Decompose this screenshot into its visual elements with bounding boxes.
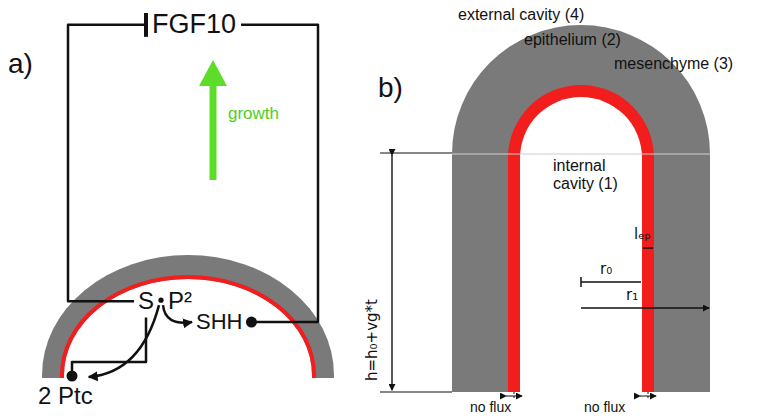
growth-arrowhead: [199, 60, 227, 86]
dimension-tick: [380, 391, 452, 392]
regulation-connector: [72, 317, 146, 376]
receptor-label: 2 Ptc: [38, 383, 93, 409]
dimension-tick: [380, 152, 452, 153]
mesenchyme-band: [42, 255, 334, 378]
node-text: 2 Ptc: [38, 383, 93, 409]
inner-space: [64, 279, 312, 378]
regulation-connector: [89, 305, 159, 377]
lep-dimension: [643, 247, 653, 249]
region-label: internal cavity (1): [553, 157, 635, 194]
flux-arrow: [506, 396, 522, 397]
mesenchyme-region: [452, 25, 710, 392]
region-label: mesenchyme (3): [614, 55, 733, 73]
gene-label: FGF10: [152, 10, 236, 40]
boundary-label: no flux: [470, 399, 511, 415]
complex-label: S P²: [138, 288, 192, 314]
region-label: external cavity (4): [458, 6, 584, 24]
dimension-label: h=h₀+vg*t: [364, 299, 381, 381]
panel-letter: a): [8, 48, 33, 80]
binding-dot: [158, 298, 163, 303]
boundary-dashed: [648, 392, 649, 398]
r1-dimension: [581, 307, 709, 309]
ligand-label: SHH: [196, 310, 242, 334]
node-text: SHH: [196, 310, 242, 334]
regulation-connector: [68, 25, 146, 301]
r0-tick: [580, 277, 582, 287]
region-label: epithelium (2): [524, 31, 621, 49]
dimension-label: r₀: [600, 261, 612, 278]
epithelium-region: [508, 85, 654, 392]
internal-cavity: [520, 97, 642, 392]
boundary-label: no flux: [584, 399, 625, 415]
dimension-label: r₁: [626, 287, 638, 304]
growth-arrow: [210, 82, 217, 180]
r0-dimension: [581, 281, 641, 283]
node-text: FGF10: [152, 10, 236, 40]
regulation-connector: [241, 25, 318, 322]
node-text: P²: [168, 288, 192, 314]
boundary-dashed: [514, 392, 515, 398]
flux-arrow: [640, 396, 656, 397]
node-text: S: [138, 288, 154, 314]
dimension-label: lₑₚ: [634, 226, 651, 243]
section-line: [452, 154, 710, 155]
height-dimension: [391, 155, 392, 390]
panel-letter: b): [378, 72, 403, 104]
growth-label: growth: [228, 104, 279, 124]
epithelium-line: [62, 277, 314, 378]
